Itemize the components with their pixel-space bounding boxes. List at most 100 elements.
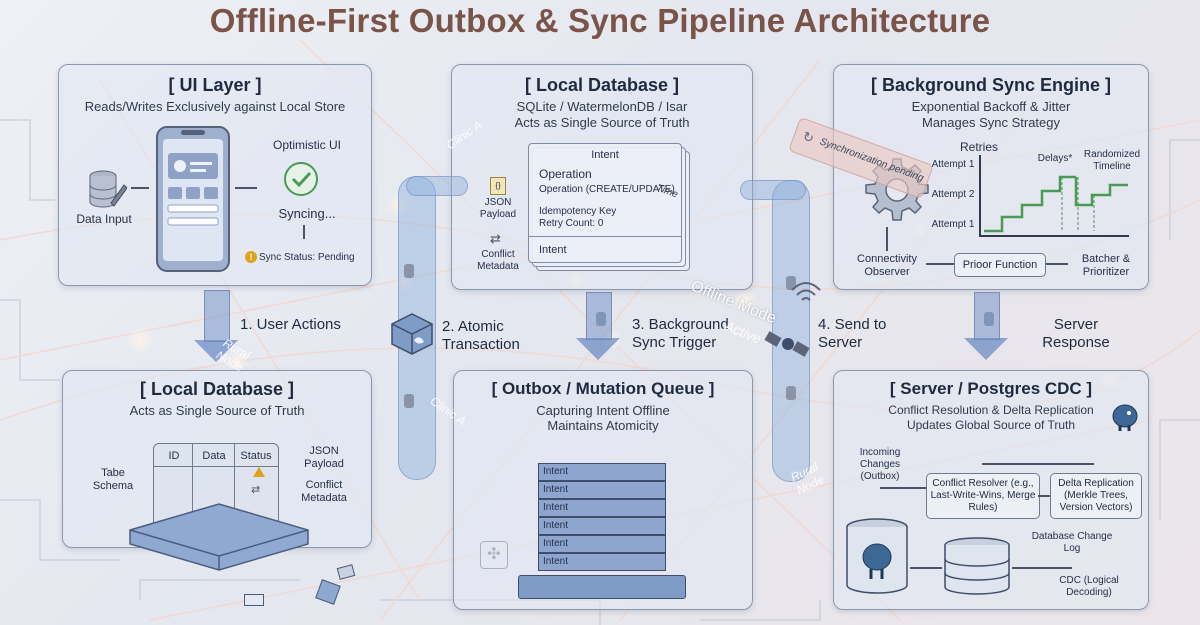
retry-count: Retry Count: 0 (539, 218, 604, 229)
step-1-label: 1. User Actions (240, 316, 341, 333)
ui-layer-subtitle: Reads/Writes Exclusively against Local S… (84, 99, 346, 114)
connector (926, 263, 954, 265)
server-panel: [ Server / Postgres CDC ] Conflict Resol… (833, 370, 1149, 610)
arrow-step-3-head (576, 338, 620, 360)
arrow-step-5 (974, 292, 1000, 340)
col-data-header: Data (202, 450, 226, 462)
y-axis (979, 155, 981, 235)
conflict-metadata-label: Conflict Metadata (477, 249, 519, 272)
outbox-title: [ Outbox / Mutation Queue ] (491, 379, 715, 398)
conflict-link-icon: ⇄ (251, 484, 261, 496)
page-title: Offline-First Outbox & Sync Pipeline Arc… (209, 2, 991, 39)
delays-label: Delays* (1037, 153, 1073, 164)
flow-arrow (235, 187, 257, 189)
intent-card: Intent Operation Operation (CREATE/UPDAT… (528, 143, 682, 263)
node-marker-icon: ✣ (480, 541, 508, 569)
intent-stack: Intent Intent Intent Intent Intent Inten… (518, 463, 686, 603)
backoff-step-chart (984, 175, 1128, 233)
step-2-label: 2. Atomic Transaction (442, 318, 520, 353)
change-log-label: Database Change Log (1031, 531, 1113, 554)
operation-detail: Operation (CREATE/UPDATE) (539, 184, 675, 195)
pipe-top-link (406, 176, 468, 196)
connector (1038, 495, 1050, 497)
connector (886, 227, 888, 251)
local-db-bottom-title: [ Local Database ] (139, 379, 295, 399)
cylinder-marker-icon (404, 264, 414, 278)
arrow-step-5-head (964, 338, 1008, 360)
intent-stack-item: Intent (538, 517, 666, 535)
outbox-subtitle-1: Capturing Intent Offline (536, 403, 670, 418)
batcher-label: Batcher & Prioritizer (1081, 253, 1131, 278)
wifi-icon (791, 282, 821, 301)
connector (982, 463, 1094, 465)
json-payload-label: JSON Payload (479, 197, 517, 220)
table-schema-label: Tabe Schema (92, 467, 134, 492)
database-pencil-icon (89, 170, 127, 208)
local-db-top-subtitle-2: Acts as Single Source of Truth (514, 115, 690, 130)
local-db-top-panel: [ Local Database ] SQLite / WatermelonDB… (451, 64, 753, 290)
smartphone-icon (156, 126, 230, 272)
conflict-resolver-box: Conflict Resolver (e.g., Last-Write-Wins… (926, 473, 1040, 519)
sync-engine-panel: [ Background Sync Engine ] Exponential B… (833, 64, 1149, 290)
satellite-icon (764, 331, 810, 357)
divider (192, 444, 193, 536)
x-axis (979, 235, 1129, 237)
local-db-top-title: [ Local Database ] (524, 75, 680, 95)
intent-stack-item: Intent (538, 535, 666, 553)
json-payload-bottom-label: JSON Payload (304, 445, 344, 470)
cdc-label: CDC (Logical Decoding) (1059, 575, 1119, 598)
pipe-top-link-right (740, 180, 806, 200)
prior-function-box: Prioor Function (954, 253, 1046, 277)
flow-arrow (131, 187, 149, 189)
connector (880, 487, 926, 489)
attempt-2-label: Attempt 2 (931, 189, 975, 200)
col-id-header: ID (168, 450, 180, 462)
step-3-label: 3. Background Sync Trigger (632, 316, 729, 351)
json-file-icon: {} (490, 177, 506, 195)
data-input-label: Data Input (76, 212, 132, 226)
cylinder-marker-icon (786, 386, 796, 400)
warning-icon (253, 467, 265, 477)
step-5-label: Server Response (1042, 316, 1110, 351)
intent-stack-item: Intent (538, 463, 666, 481)
local-db-top-subtitle-1: SQLite / WatermelonDB / Isar (516, 99, 688, 114)
intent-header: Intent (591, 149, 619, 161)
postgres-elephant-icon (1112, 404, 1138, 431)
local-db-bottom-subtitle: Acts as Single Source of Truth (129, 403, 305, 418)
outbox-subtitle-2: Maintains Atomicity (547, 418, 659, 433)
change-log-cylinder-icon (944, 537, 1010, 595)
transaction-cube-icon (391, 313, 433, 355)
arrow-step-3 (586, 292, 612, 340)
intent-stack-item: Intent (538, 553, 666, 571)
arrow-step-1-head (194, 340, 238, 362)
connector (1012, 567, 1072, 569)
sync-engine-subtitle-2: Manages Sync Strategy (921, 115, 1061, 130)
postgres-database-icon (846, 518, 908, 594)
conflict-arrows-icon: ⇄ (490, 231, 501, 246)
server-title: [ Server / Postgres CDC ] (889, 379, 1093, 398)
syncing-label: Syncing... (278, 206, 336, 221)
connector (910, 567, 942, 569)
optimistic-ui-label: Optimistic UI (272, 138, 341, 152)
conflict-metadata-bottom-label: Conflict Metadata (301, 479, 347, 504)
intent-footer: Intent (539, 244, 567, 256)
randomized-label: Randomized Timeline (1083, 149, 1141, 172)
checkmark-icon (284, 162, 318, 196)
database-cylinder-base (129, 503, 309, 571)
ui-layer-panel: [ UI Layer ] Reads/Writes Exclusively ag… (58, 64, 372, 286)
down-arrow (303, 225, 305, 239)
stack-base (518, 575, 686, 599)
connectivity-label: Connectivity Observer (857, 253, 917, 278)
cylinder-marker-icon (404, 394, 414, 408)
warning-icon: ! (245, 251, 257, 263)
sync-engine-title: [ Background Sync Engine ] (870, 75, 1112, 95)
divider (234, 444, 235, 536)
server-subtitle-2: Updates Global Source of Truth (906, 418, 1076, 432)
col-status-header: Status (240, 450, 272, 462)
intent-stack-item: Intent (538, 481, 666, 499)
cylinder-marker-icon (786, 276, 796, 290)
delta-replication-box: Delta Replication (Merkle Trees, Version… (1050, 473, 1142, 519)
pipe-outbox-to-sync (772, 180, 810, 482)
sync-status-label: Sync Status: Pending (259, 252, 355, 263)
ui-layer-title: [ UI Layer ] (168, 75, 262, 95)
